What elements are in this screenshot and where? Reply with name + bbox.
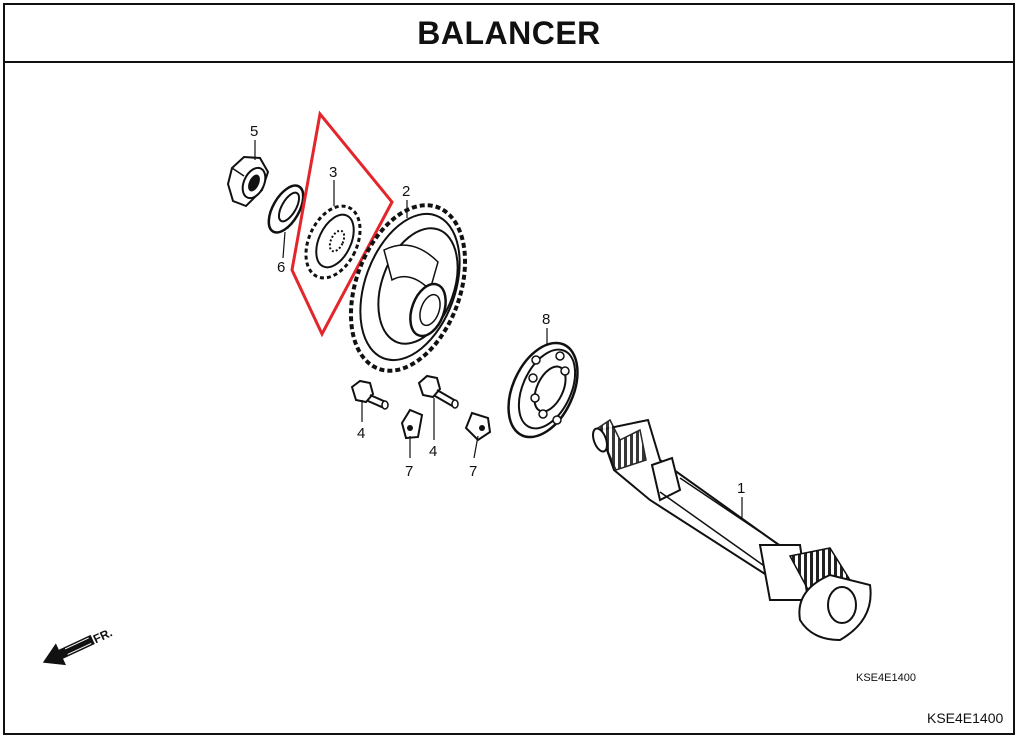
callout-5: 5 (250, 123, 258, 140)
callout-4-left: 4 (357, 425, 365, 442)
part-5-nut[interactable] (226, 155, 270, 208)
callout-7-right: 7 (469, 463, 477, 480)
highlight-outline-part-3 (290, 110, 394, 338)
part-4-bolt-left[interactable] (350, 379, 389, 410)
part-4-bolt-right[interactable] (417, 374, 459, 409)
part-7-plate-left[interactable] (400, 408, 424, 440)
leader-lines (254, 140, 743, 518)
footer-code: KSE4E1400 (927, 710, 1004, 726)
callout-2: 2 (402, 183, 410, 200)
callout-6: 6 (277, 259, 285, 276)
part-7-plate-right[interactable] (464, 411, 492, 442)
diagram-title: BALANCER (417, 15, 601, 51)
callout-4-right: 4 (429, 443, 437, 460)
part-2-large-gear[interactable] (330, 189, 487, 386)
front-direction-arrow-icon: FR. (42, 625, 114, 666)
part-6-washer[interactable] (262, 180, 311, 238)
part-1-balancer-shaft[interactable] (590, 418, 872, 642)
diagram-frame: BALANCER (3, 3, 1015, 735)
front-direction-label: FR. (91, 625, 114, 646)
part-3-small-gear[interactable] (295, 197, 371, 286)
header: BALANCER (5, 5, 1013, 63)
callout-1: 1 (737, 480, 745, 497)
callout-8: 8 (542, 311, 550, 328)
diagram-code: KSE4E1400 (856, 672, 916, 684)
callout-3: 3 (329, 164, 337, 181)
part-8-bearing[interactable] (495, 332, 592, 448)
callout-7-left: 7 (405, 463, 413, 480)
